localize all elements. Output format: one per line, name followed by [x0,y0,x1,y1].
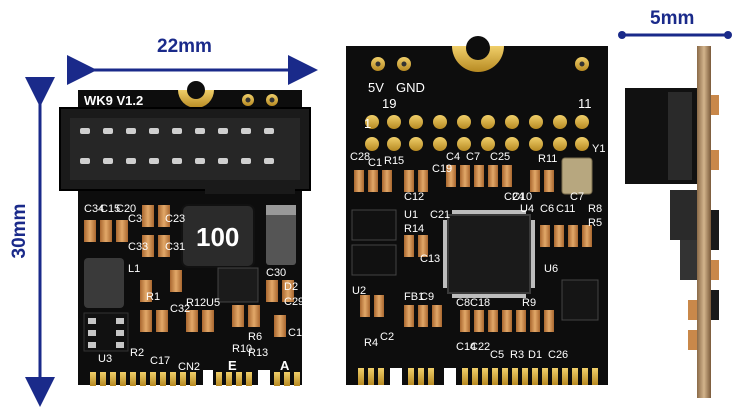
silk-label: C22 [470,341,490,353]
silk-label: R10 [232,343,252,355]
silk-label: C25 [490,151,510,163]
silk-label: U6 [544,263,558,275]
silk-label: C19 [432,163,452,175]
board-version-label: WK9 V1.2 [84,93,143,108]
silk-label: C12 [404,191,424,203]
silk-label: R13 [248,347,268,359]
silk-label: C8 [456,297,470,309]
thickness-arrow [618,31,732,39]
silk-label: FB1 [404,291,424,303]
silk-label: C30 [266,267,286,279]
silk-label: R12 [186,297,206,309]
silk-label: R14 [404,223,424,235]
silk-label-pin1: 1 [364,116,371,131]
silk-label: C7 [466,151,480,163]
silk-label: R4 [364,337,378,349]
silk-label: C13 [420,253,440,265]
silk-label: L1 [128,263,140,275]
silk-label: R9 [522,297,536,309]
silk-label: R11 [538,153,557,165]
silk-label: C14 [456,341,476,353]
silk-label: CN2 [178,361,200,373]
silk-label: R5 [588,217,602,229]
silk-label: R15 [384,155,404,167]
silk-label: C4 [446,151,460,163]
silk-label: C15 [100,203,120,215]
silk-label: C7 [570,191,584,203]
silk-label: C24 [504,191,524,203]
silk-label: D1 [528,349,542,361]
silk-label: C23 [165,213,185,225]
silk-label-pin11: 11 [578,96,592,111]
board-side-view [625,46,719,398]
inductor-marking: 100 [196,222,239,252]
silk-label: C34 [84,203,104,215]
silk-label: R1 [146,291,160,303]
silk-label: C32 [170,303,190,315]
silk-label: C11 [556,203,575,215]
silk-label-pin19: 19 [382,96,396,111]
silk-label: U1 [404,209,418,221]
silk-label: C3 [128,213,142,225]
silk-label: Y1 [592,143,605,155]
silk-label: C10 [512,191,532,203]
silk-label: E [228,358,237,373]
silk-label: C1 [288,327,302,339]
silk-label: A [280,358,290,373]
board-back-view [346,36,608,385]
silk-label: C28 [350,151,370,163]
thickness-dimension-label: 5mm [650,8,695,29]
middle-board-silkscreen: 5V GND 19 1 11 C28 C1 R15 C12 C19 C4 C7 … [350,80,605,361]
silk-label: D2 [284,281,298,293]
silk-label-5v: 5V [368,80,384,95]
silk-label: R2 [130,347,144,359]
silk-label: C5 [490,349,504,361]
silk-label-gnd: GND [396,80,425,95]
silk-label: C18 [470,297,490,309]
silk-label: C26 [548,349,568,361]
silk-label: U4 [520,203,534,215]
silk-label: U5 [206,297,220,309]
board-front-view [59,81,311,386]
left-board-silkscreen: C34 C15 C20 C3 C33 C23 C31 L1 R1 R2 C17 … [84,203,304,373]
silk-label: R8 [588,203,602,215]
silk-label: C33 [128,241,148,253]
silk-label: C21 [430,209,450,221]
silk-label: R6 [248,331,262,343]
silk-label: R3 [510,349,524,361]
silk-label: C2 [380,331,394,343]
silk-label: C1 [368,157,382,169]
silk-label: C6 [540,203,554,215]
silk-label: C20 [116,203,136,215]
silk-label: C9 [420,291,434,303]
silk-label: U3 [98,353,112,365]
silk-label: U2 [352,285,366,297]
silk-label: C17 [150,355,170,367]
silk-label: C29 [284,296,304,308]
silk-label: C31 [165,241,185,253]
width-dimension-label: 22mm [157,36,212,57]
